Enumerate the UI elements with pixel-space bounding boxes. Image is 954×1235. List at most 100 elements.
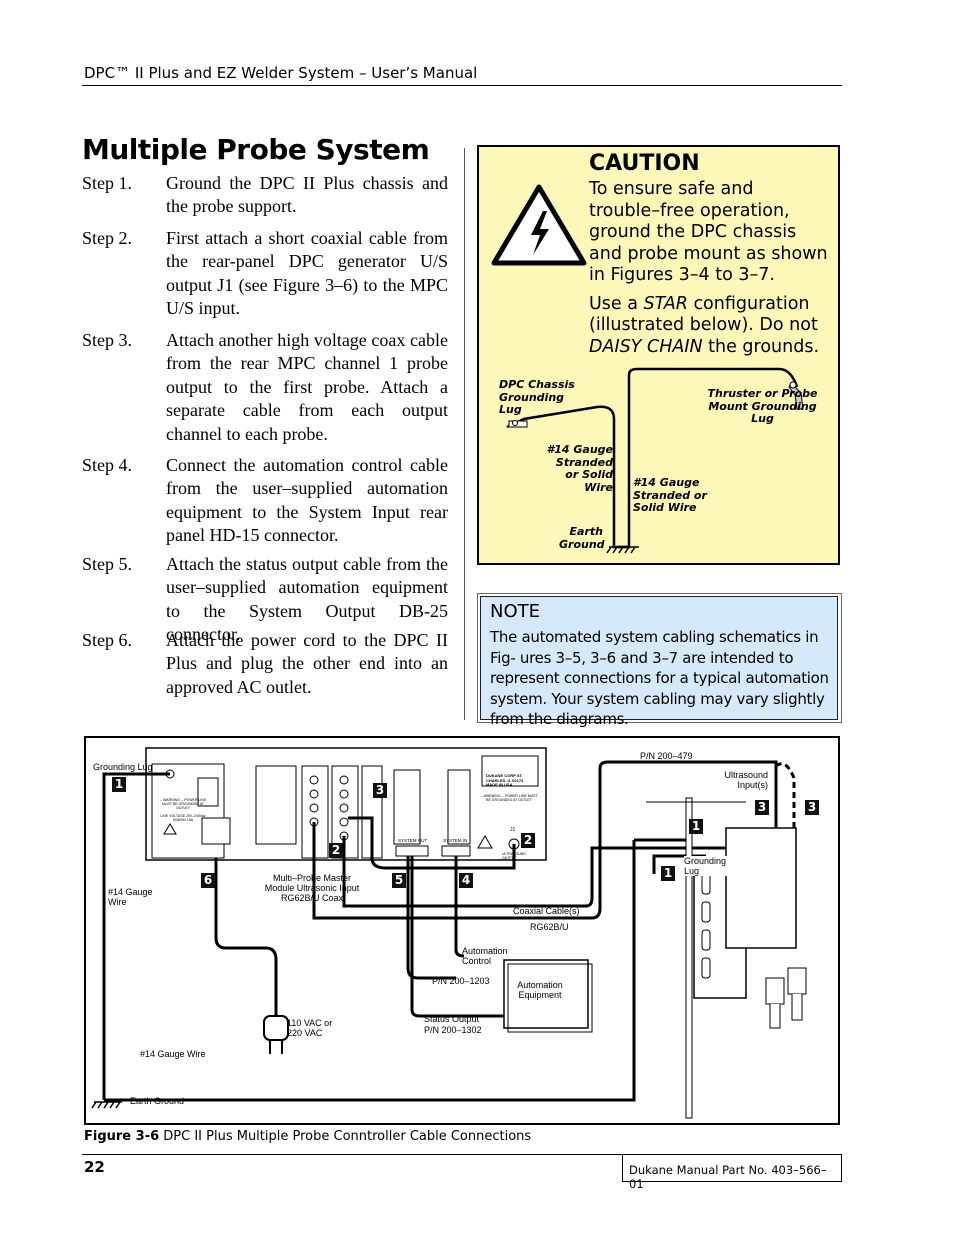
gauge-wire-label: #14 Gauge Wire (108, 887, 153, 907)
left-wire-label: #14 Gauge Stranded or Solid Wire (546, 443, 613, 494)
callout-3-probe-1: 3 (755, 800, 769, 815)
caution-text: To ensure safe and trouble–free operatio… (589, 179, 829, 365)
step-number: Step 3. (82, 330, 133, 350)
step-5: Step 5. Attach the status output cable f… (82, 553, 448, 647)
chassis-lug-label: DPC Chassis Grounding Lug (499, 378, 575, 416)
system-out-label: SYSTEM OUT (398, 838, 428, 843)
j1-label: J1 (510, 827, 516, 833)
automation-control-label: Automation Control (462, 946, 508, 966)
note-frame (477, 593, 842, 723)
system-in-connector (447, 769, 471, 845)
star-ground-diagram (506, 367, 804, 554)
rg62-label: RG62B/U (530, 922, 569, 932)
callout-2-mpc: 2 (329, 843, 343, 858)
step-text: Attach the status output cable from the … (166, 554, 448, 645)
column-divider (464, 148, 465, 720)
probe-ground-wire (104, 840, 636, 1102)
thruster-lug-label: Thruster or Probe Mount Grounding Lug (707, 387, 818, 425)
step-number: Step 1. (82, 173, 133, 193)
step-1: Step 1. Ground the DPC II Plus chassis a… (82, 172, 448, 219)
ultrasound-cable-dashed (775, 762, 796, 828)
thruster-2 (725, 827, 797, 949)
callout-3-mpc: 3 (373, 783, 387, 798)
caution-star-paragraph: Use a STAR configuration (illustrated be… (589, 293, 820, 357)
dukane-nameplate: DUKANE CORP ST. CHARLES, IL 60174 MADE I… (486, 773, 524, 787)
pn-1203-label: P/N 200–1203 (432, 976, 490, 986)
pn-1302-label: P/N 200–1302 (424, 1025, 482, 1035)
line-voltage-text: LINE VOLTAGE 200–240Vac 50/60Hz 15A (160, 814, 206, 822)
power-switch-icon (197, 777, 219, 807)
step-6: Step 6. Attach the power cord to the DPC… (82, 629, 448, 699)
step-text: Ground the DPC II Plus chassis and the p… (166, 173, 448, 217)
system-in-label: SYSTEM IN (443, 838, 468, 843)
power-inlet-icon (201, 817, 231, 845)
step-number: Step 2. (82, 228, 133, 248)
callout-6: 6 (201, 873, 215, 888)
j1-to-mpc-coax (348, 816, 516, 870)
ultrasound-output-label: ULTRASOUND OUTPUT (502, 852, 526, 860)
nameplate (481, 755, 539, 787)
callout-5: 5 (392, 873, 406, 888)
caution-heading: CAUTION (589, 151, 700, 176)
note-text: The automated system cabling schematics … (490, 628, 829, 728)
callout-1-chassis: 1 (112, 777, 126, 792)
status-output-cable (410, 856, 508, 1018)
caution-box: CAUTION To ensure safe and trouble–free … (477, 145, 840, 565)
figure-frame (84, 736, 840, 1125)
earth-ground-label: Earth Ground (559, 525, 605, 551)
chassis-lug-icon (508, 420, 528, 428)
ultrasound-inputs-label: Ultrasound Input(s) (724, 770, 768, 790)
coax-cables-label: Coaxial Cable(s) (513, 906, 580, 916)
cable-connection-diagram (91, 747, 807, 1119)
coax-connectors (309, 775, 349, 841)
figure-caption: Figure 3-6 DPC II Plus Multiple Probe Co… (84, 1129, 532, 1144)
callout-3-probe-2: 3 (805, 800, 819, 815)
warning-triangle-icon (163, 823, 177, 835)
pn-479-label: P/N 200–479 (640, 751, 693, 761)
callout-2-j1: 2 (521, 833, 535, 848)
step-text: Attach another high voltage coax cable f… (166, 330, 448, 444)
mpc-input-label: Multi–Probe Master Module Ultrasonic Inp… (264, 873, 360, 903)
probe-stand-1 (685, 797, 693, 1119)
earth-ground-icon (91, 1101, 122, 1109)
automation-equipment-box (503, 959, 589, 1029)
converter-1 (765, 977, 785, 1005)
callout-1-probe-2: 1 (661, 866, 675, 881)
note-heading: NOTE (490, 601, 541, 622)
step-text: Attach the power cord to the DPC II Plus… (166, 630, 448, 697)
high-voltage-warning-icon (491, 184, 587, 266)
step-2: Step 2. First attach a short coaxial cab… (82, 227, 448, 321)
part-number-box: Dukane Manual Part No. 403–566–01 (622, 1154, 842, 1191)
gauge-wire-bottom-label: #14 Gauge Wire (140, 1049, 206, 1059)
step-text: First attach a short coaxial cable from … (166, 228, 448, 319)
step-number: Step 6. (82, 630, 133, 650)
earth-ground-label: Earth Ground (130, 1096, 185, 1106)
converter-2 (787, 967, 807, 995)
footer-rule (82, 1154, 622, 1155)
earth-ground-icon (606, 546, 639, 554)
header-rule (82, 85, 842, 86)
step-number: Step 5. (82, 554, 133, 574)
ac-voltage-label: 110 VAC or 220 VAC (287, 1018, 333, 1038)
coax-channel (342, 836, 792, 908)
callout-1-probe: 1 (689, 819, 703, 834)
right-wire-label: #14 Gauge Stranded or Solid Wire (633, 476, 707, 514)
horn-1 (769, 1004, 781, 1029)
step-3: Step 3. Attach another high voltage coax… (82, 329, 448, 446)
blank-plate (255, 765, 297, 845)
note-box: NOTE The automated system cabling schema… (480, 596, 838, 728)
horn-2 (791, 994, 803, 1021)
grounding-lug-right-label: Grounding Lug (684, 856, 732, 876)
callout-4: 4 (459, 873, 473, 888)
coax-to-probe-1 (312, 760, 778, 920)
step-4: Step 4. Connect the automation control c… (82, 454, 448, 548)
warning-triangle-icon (477, 835, 493, 849)
power-cord (214, 858, 278, 1016)
system-out-connector (393, 769, 421, 845)
warning-text: -- WARNING -- POWER LINE MUST BE GROUNDE… (480, 794, 538, 802)
page-title: Multiple Probe System (82, 133, 430, 166)
step-number: Step 4. (82, 455, 133, 475)
status-output-label: Status Output (424, 1014, 480, 1024)
caution-paragraph: To ensure safe and trouble–free operatio… (589, 179, 828, 285)
power-warning-text: -- WARNING -- POWER LINE MUST BE GROUNDE… (159, 798, 207, 810)
